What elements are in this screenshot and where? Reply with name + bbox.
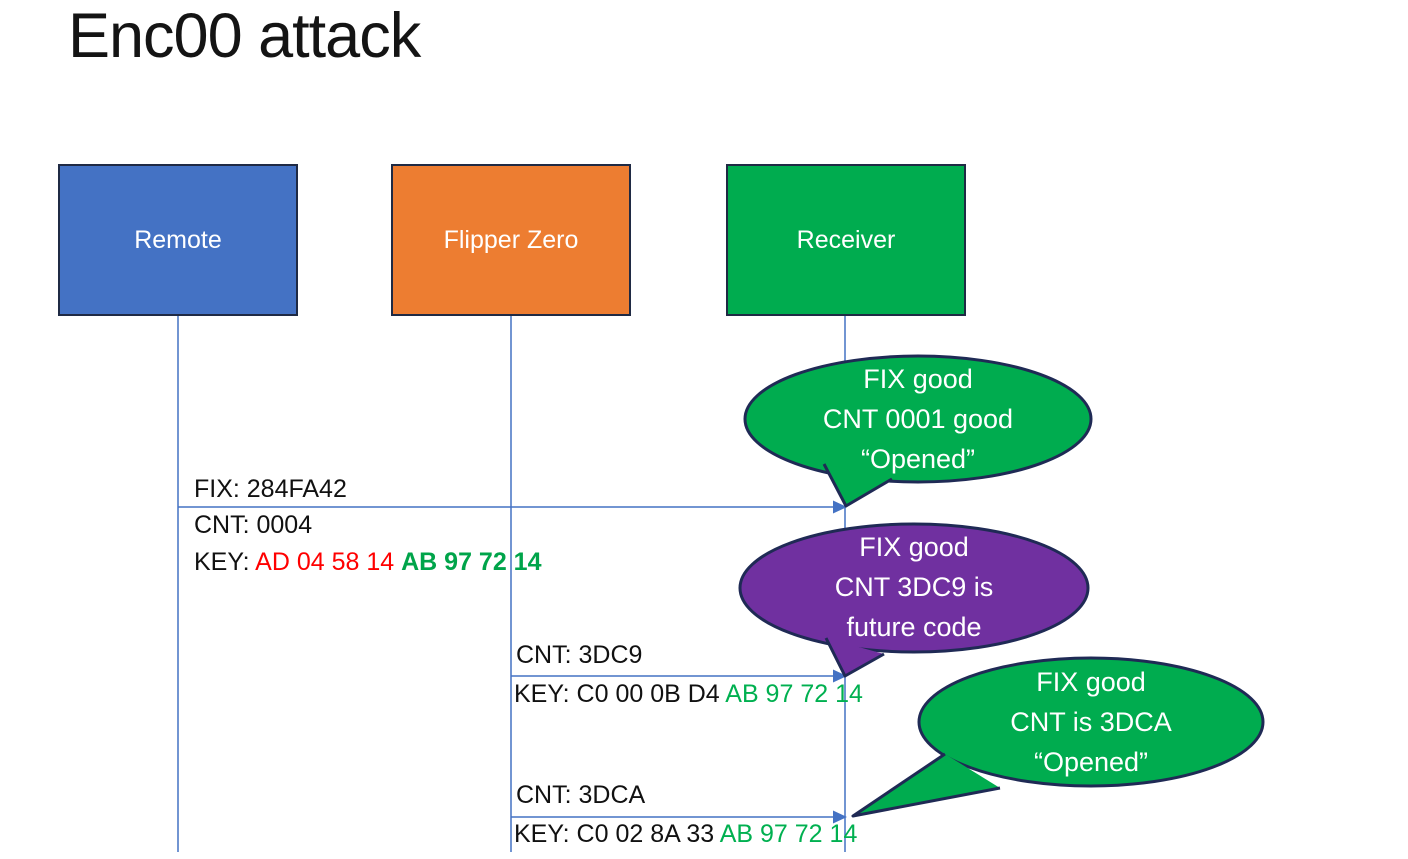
callout-line: “Opened” [860, 444, 976, 474]
message-2-key-label: KEY: C0 00 0B D4 AB 97 72 14 [514, 679, 863, 709]
key-changing-bytes: C0 02 8A 33 [576, 820, 720, 848]
callout-3-bubble [851, 656, 1265, 818]
message-3-key-label: KEY: C0 02 8A 33 AB 97 72 14 [514, 819, 857, 849]
arrowhead-icon [833, 669, 847, 683]
callout-2-ellipse [738, 522, 1090, 654]
callout-line: future code [846, 612, 982, 642]
actor-box-remote: Remote [58, 164, 298, 316]
message-2-cnt-label: CNT: 3DC9 [516, 641, 643, 669]
callout-line: “Opened” [1033, 747, 1149, 777]
key-fixed-bytes: AB 97 72 14 [719, 820, 858, 848]
callout-line: CNT 0001 good [822, 404, 1014, 434]
callout-line: CNT 3DC9 is [834, 572, 994, 602]
callout-3-tail [851, 752, 1001, 818]
callout-1-text: FIX good CNT 0001 good “Opened” [746, 356, 1090, 482]
message-3-arrow [511, 810, 847, 824]
arrowhead-icon [833, 810, 847, 824]
arrowhead-icon [833, 500, 847, 514]
message-1-cnt-label: CNT: 0004 [194, 511, 313, 539]
callout-line: FIX good [859, 532, 969, 562]
callout-2-text: FIX good CNT 3DC9 is future code [742, 524, 1086, 650]
key-fixed-bytes: AB 97 72 14 [725, 680, 863, 708]
callout-2-tail [824, 637, 885, 678]
key-fixed-bytes: AB 97 72 14 [401, 548, 542, 576]
callout-3-text: FIX good CNT is 3DCA “Opened” [919, 659, 1263, 785]
callout-line: FIX good [863, 364, 973, 394]
actor-box-receiver: Receiver [726, 164, 966, 316]
slide-title: Enc00 attack [68, 1, 421, 71]
callout-2-bubble [738, 522, 1090, 678]
callout-line: FIX good [1036, 667, 1146, 697]
message-2-arrow [511, 669, 847, 683]
callout-3-ellipse [917, 656, 1265, 788]
message-1-key-label: KEY: AD 04 58 14 AB 97 72 14 [194, 547, 541, 577]
message-1-arrow [178, 500, 847, 514]
actor-label-flipper-zero: Flipper Zero [443, 225, 579, 254]
key-changing-bytes: AD 04 58 14 [255, 548, 402, 576]
key-prefix: KEY: [514, 820, 577, 848]
callout-1-tail [822, 463, 893, 508]
callout-1-ellipse [743, 354, 1093, 484]
callout-line: CNT is 3DCA [1010, 707, 1172, 737]
key-prefix: KEY: [514, 680, 577, 708]
callout-1-bubble [743, 354, 1093, 508]
message-1-fix-label: FIX: 284FA42 [194, 475, 347, 503]
actor-box-flipper-zero: Flipper Zero [391, 164, 631, 316]
message-3-cnt-label: CNT: 3DCA [516, 781, 646, 809]
actor-label-remote: Remote [134, 225, 222, 254]
actor-label-receiver: Receiver [796, 225, 896, 254]
key-prefix: KEY: [194, 548, 256, 576]
key-changing-bytes: C0 00 0B D4 [576, 680, 726, 708]
